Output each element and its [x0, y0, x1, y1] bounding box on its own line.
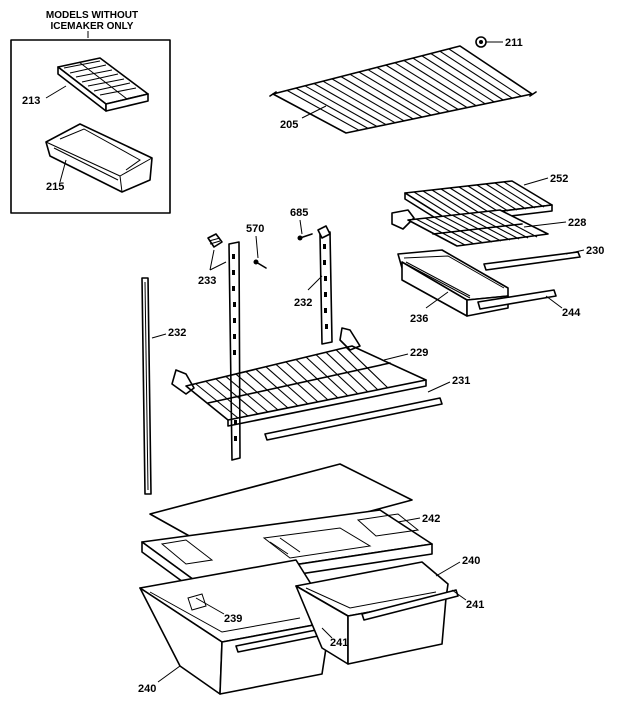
leader-228: [523, 221, 567, 228]
label-241-right: 241: [466, 599, 484, 611]
leader-213: [45, 85, 67, 99]
label-244: 244: [562, 307, 581, 319]
label-229: 229: [410, 347, 428, 359]
label-232-mid: 232: [294, 297, 312, 309]
label-213: 213: [22, 95, 40, 107]
label-228: 228: [568, 217, 586, 229]
shelf-trim-230: [483, 251, 581, 271]
crisper-drawer-left: [139, 559, 331, 695]
shelf-clips: [207, 233, 223, 248]
label-215: 215: [46, 181, 64, 193]
label-240-right: 240: [462, 555, 480, 567]
glass-shelf-228: [391, 209, 549, 247]
leader-230: [565, 249, 585, 255]
leader-240-left: [157, 665, 181, 683]
crisper-pan-trim-244: [477, 289, 557, 310]
leader-241-mid: [321, 627, 333, 639]
screw-570: [253, 259, 267, 269]
storage-bin: [45, 123, 153, 193]
crisper-pan-236: [397, 249, 509, 317]
label-232-left: 232: [168, 327, 186, 339]
label-231: 231: [452, 375, 470, 387]
leader-232-left: [151, 333, 167, 339]
crisper-drawer-right: [295, 561, 459, 665]
leader-685: [299, 219, 303, 235]
leader-205: [301, 105, 327, 119]
top-wire-shelf: [269, 45, 537, 134]
leader-233: [209, 249, 227, 271]
leader-240-right: [435, 561, 461, 577]
label-570: 570: [246, 223, 264, 235]
label-230: 230: [586, 245, 604, 257]
inset-box: [10, 39, 171, 214]
icemaker-inset: MODELS WITHOUT ICEMAKER ONLY 213 215: [10, 10, 171, 214]
shelf-rail-center-left: [228, 241, 241, 461]
screw-685: [297, 225, 331, 241]
leader-252: [523, 177, 549, 186]
leader-231: [427, 381, 451, 393]
inset-title-line2: ICEMAKER ONLY: [51, 21, 134, 32]
leader-236: [425, 291, 449, 309]
leader-242: [397, 517, 421, 523]
leader-239: [195, 597, 225, 615]
shelf-stop-clip: [475, 36, 503, 48]
label-233: 233: [198, 275, 216, 287]
label-242: 242: [422, 513, 440, 525]
ice-cube-tray: [57, 57, 149, 112]
shelf-rail-center-right: [319, 231, 333, 345]
label-239: 239: [224, 613, 242, 625]
leader-215: [59, 159, 67, 183]
label-685: 685: [290, 207, 308, 219]
inset-title-line1: MODELS WITHOUT: [46, 10, 138, 21]
label-240-left: 240: [138, 683, 156, 695]
shelf-front-trim-231: [264, 397, 443, 441]
label-236: 236: [410, 313, 428, 325]
label-211: 211: [505, 37, 523, 49]
cantilever-wire-shelf: [171, 327, 427, 427]
leader-244: [545, 295, 563, 309]
shelf-rail-left: [141, 277, 152, 495]
leader-229: [383, 353, 409, 361]
leader-570: [255, 235, 259, 259]
label-241-mid: 241: [330, 637, 348, 649]
label-205: 205: [280, 119, 298, 131]
label-252: 252: [550, 173, 568, 185]
leader-241-right: [451, 589, 467, 601]
leader-232-mid: [307, 275, 323, 291]
